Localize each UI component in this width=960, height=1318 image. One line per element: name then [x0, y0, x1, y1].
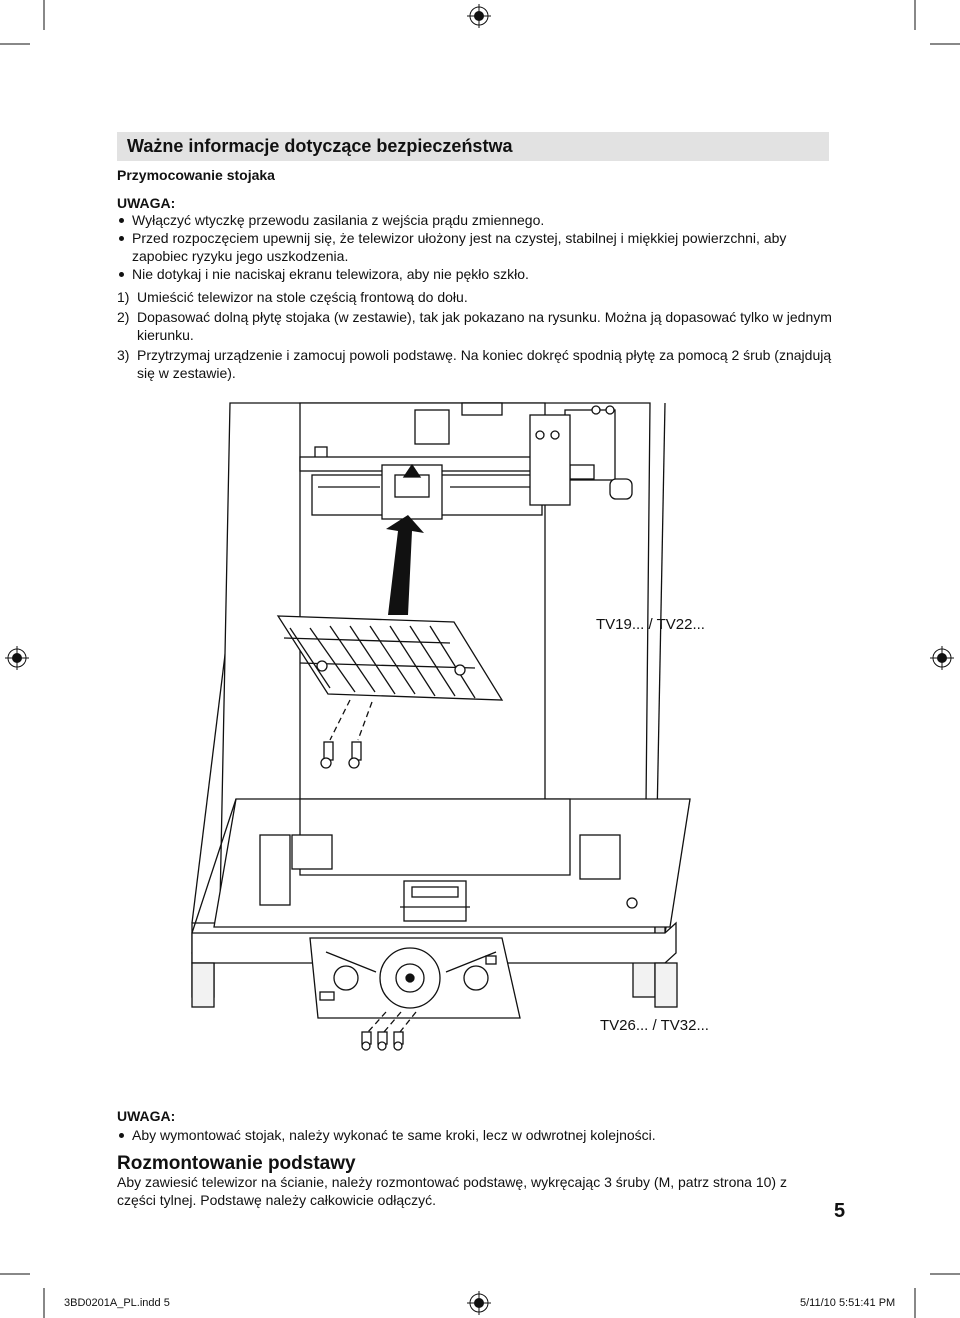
section-header-bar: [117, 132, 829, 161]
footer-date-info: 5/11/10 5:51:41 PM: [800, 1297, 896, 1309]
registration-mark-icon: [467, 4, 491, 28]
dismount-text: Aby zawiesić telewizor na ścianie, należ…: [117, 1174, 787, 1208]
step-item: 2) Dopasować dolną płytę stojaka (w zesta…: [117, 308, 832, 344]
stand-base-plate-small: [276, 615, 504, 769]
stand-base-plate-large: [309, 937, 521, 1051]
note-label-2: UWAGA:: [117, 1108, 176, 1124]
step-item: 3) Przytrzymaj urządzenie i zamocuj powol…: [117, 346, 832, 382]
warning-item: Przed rozpoczęciem upewnij się, że telew…: [117, 229, 832, 265]
section-title-stand-mounting: Przymocowanie stojaka: [117, 167, 275, 183]
registration-mark-icon: [467, 1291, 491, 1315]
footer-file-info: 3BD0201A_PL.indd 5: [64, 1297, 170, 1309]
note-item: Aby wymontować stojak, należy wykonać te…: [117, 1126, 832, 1144]
step-text: Przytrzymaj urządzenie i zamocuj powoli …: [137, 347, 832, 381]
note-label: UWAGA:: [117, 195, 176, 211]
step-number: 2): [117, 309, 130, 325]
note-list: Aby wymontować stojak, należy wykonać te…: [117, 1126, 832, 1144]
step-text: Dopasować dolną płytę stojaka (w zestawi…: [137, 309, 832, 343]
step-number: 3): [117, 347, 130, 363]
model-label-large: TV26... / TV32...: [600, 1017, 709, 1034]
registration-mark-icon: [930, 646, 954, 670]
warning-item: Nie dotykaj i nie naciskaj ekranu telewi…: [117, 265, 832, 283]
step-number: 1): [117, 289, 130, 305]
warning-list: Wyłączyć wtyczkę przewodu zasilania z we…: [117, 211, 832, 283]
model-label-small: TV19... / TV22...: [596, 616, 705, 633]
stand-assembly-diagram-large: [191, 798, 691, 1008]
steps-list: 1) Umieścić telewizor na stole częścią fr…: [117, 288, 832, 384]
section-title-dismount: Rozmontowanie podstawy: [117, 1153, 356, 1174]
warning-item: Wyłączyć wtyczkę przewodu zasilania z we…: [117, 211, 832, 229]
page-title: Ważne informacje dotyczące bezpieczeństw…: [127, 136, 513, 156]
registration-mark-icon: [5, 646, 29, 670]
step-text: Umieścić telewizor na stole częścią fron…: [137, 289, 468, 305]
page-number: 5: [834, 1200, 846, 1222]
arrow-up-icon: [386, 515, 424, 615]
step-item: 1) Umieścić telewizor na stole częścią fr…: [117, 288, 832, 306]
